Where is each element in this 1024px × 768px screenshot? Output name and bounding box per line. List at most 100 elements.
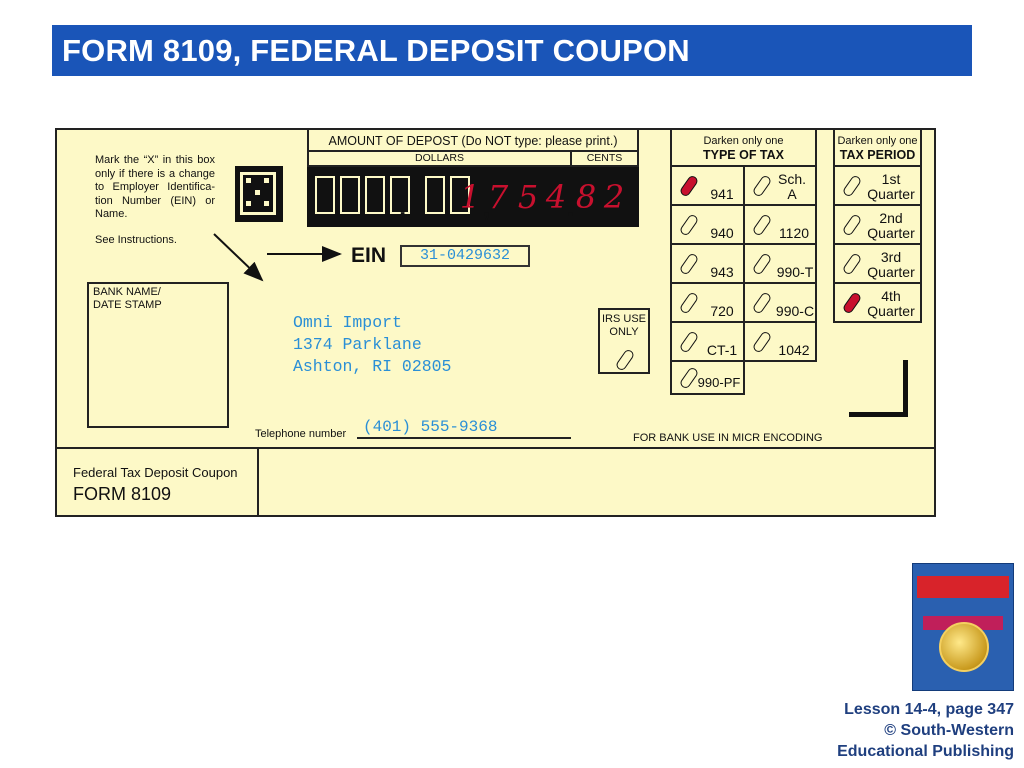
- comma-separator: ,: [399, 192, 407, 222]
- decimal-separator: .: [567, 192, 575, 222]
- telephone-field[interactable]: (401) 555-9368: [363, 418, 498, 436]
- medal-icon: [939, 622, 989, 672]
- bank-stamp-box: [87, 282, 229, 428]
- bank-name-label: BANK NAME/ DATE STAMP: [93, 286, 162, 311]
- oval-mark-icon: [678, 330, 700, 354]
- oval-mark-icon: [614, 348, 636, 372]
- tax-type-label: Sch. A: [777, 171, 806, 202]
- oval-mark-icon: [678, 252, 700, 276]
- oval-mark-icon: [841, 252, 863, 276]
- digit-box: [425, 176, 445, 214]
- oval-mark-icon: [751, 213, 773, 237]
- oval-mark-icon: [751, 252, 773, 276]
- amount-of-deposit-header: AMOUNT OF DEPOST (Do NOT type: please pr…: [307, 130, 639, 152]
- digit-box: [390, 176, 410, 214]
- corner-mark: [903, 360, 908, 415]
- oval-mark-icon: [841, 213, 863, 237]
- oval-mark-icon: [751, 291, 773, 315]
- tax-period-option-4th[interactable]: 4th Quarter: [833, 282, 922, 323]
- tax-period-label: 4th Quarter: [867, 288, 915, 319]
- tax-type-option-ct-1[interactable]: CT-1: [670, 321, 745, 362]
- oval-mark-icon: [678, 174, 700, 198]
- copyright-line: © South-Western: [884, 722, 1014, 739]
- oval-mark-icon: [841, 174, 863, 198]
- tax-period-instruction: Darken only one: [837, 135, 918, 147]
- irs-use-box: IRS USE ONLY: [598, 308, 650, 374]
- x-mark-icon: [240, 172, 276, 215]
- amount-digit: 1: [459, 178, 481, 216]
- publisher-line: Educational Publishing: [837, 743, 1014, 760]
- coupon-label: Federal Tax Deposit Coupon: [73, 465, 238, 480]
- deposit-coupon-form: Mark the “X” in this box only if there i…: [55, 128, 936, 517]
- tax-type-label: 941: [710, 186, 734, 202]
- tax-type-option-720[interactable]: 720: [670, 282, 745, 323]
- micr-encoding-label: FOR BANK USE IN MICR ENCODING: [633, 432, 823, 444]
- amount-digit: 2: [603, 178, 625, 216]
- tax-type-option-1120[interactable]: 1120: [743, 204, 817, 245]
- address-line[interactable]: Omni Import: [293, 313, 402, 332]
- amount-digit: 8: [575, 178, 597, 216]
- tax-period-header: Darken only one TAX PERIOD: [833, 130, 922, 167]
- comma-separator: ,: [483, 192, 491, 222]
- telephone-underline: [357, 437, 571, 439]
- oval-mark-icon: [678, 213, 700, 237]
- tax-type-option-990-c[interactable]: 990-C: [743, 282, 817, 323]
- section-divider: [57, 447, 934, 449]
- amount-digit: 7: [487, 178, 509, 216]
- see-instructions: See Instructions.: [95, 234, 177, 246]
- tax-type-label: CT-1: [706, 342, 738, 358]
- tax-period-option-1st[interactable]: 1st Quarter: [833, 165, 922, 206]
- change-x-box[interactable]: [235, 166, 283, 222]
- address-line[interactable]: 1374 Parklane: [293, 335, 422, 354]
- oval-mark-icon: [678, 291, 700, 315]
- oval-mark-icon: [841, 291, 863, 315]
- amount-digit: 4: [545, 178, 567, 216]
- slide-title: FORM 8109, FEDERAL DEPOSIT COUPON: [52, 25, 972, 76]
- tax-period-option-3rd[interactable]: 3rd Quarter: [833, 243, 922, 284]
- ein-field[interactable]: 31-0429632: [400, 245, 530, 267]
- corner-mark: [849, 412, 908, 417]
- tax-period-label: 3rd Quarter: [867, 249, 915, 280]
- tax-type-option-990-pf[interactable]: 990-PF: [670, 360, 745, 395]
- amount-digit: 5: [517, 178, 539, 216]
- section-divider: [257, 447, 259, 517]
- dollars-header: DOLLARS: [307, 152, 572, 167]
- tax-type-option-sch-a[interactable]: Sch. A: [743, 165, 817, 206]
- book-cover-title: [917, 576, 1009, 598]
- irs-use-label: IRS USE ONLY: [601, 313, 646, 338]
- tax-type-option-990-t[interactable]: 990-T: [743, 243, 817, 284]
- tax-type-option-943[interactable]: 943: [670, 243, 745, 284]
- tax-type-option-940[interactable]: 940: [670, 204, 745, 245]
- ein-label: EIN: [351, 244, 387, 267]
- arrow-icon: [213, 233, 342, 282]
- tax-type-option-941[interactable]: 941: [670, 165, 745, 206]
- digit-box: [315, 176, 335, 214]
- type-of-tax-instruction: Darken only one: [703, 135, 784, 147]
- change-instructions: Mark the “X” in this box only if there i…: [95, 154, 215, 220]
- book-cover-image: [912, 563, 1014, 691]
- digit-box: [365, 176, 385, 214]
- tax-period-title: TAX PERIOD: [839, 148, 916, 162]
- tax-type-label: 990-C: [775, 303, 815, 319]
- tax-type-option-1042[interactable]: 1042: [743, 321, 817, 362]
- type-of-tax-header: Darken only one TYPE OF TAX: [670, 130, 817, 167]
- tax-type-label: 1120: [778, 225, 810, 241]
- lesson-credit: Lesson 14-4, page 347 © South-Western Ed…: [837, 699, 1014, 762]
- tax-period-label: 2nd Quarter: [867, 210, 915, 241]
- lesson-reference: Lesson 14-4, page 347: [844, 701, 1014, 718]
- tax-period-option-2nd[interactable]: 2nd Quarter: [833, 204, 922, 245]
- address-line[interactable]: Ashton, RI 02805: [293, 357, 452, 376]
- amount-digit-strip[interactable]: 1 7 5 4 8 2: [307, 167, 639, 227]
- digit-box: [450, 176, 470, 214]
- tax-type-label: 943: [710, 264, 734, 280]
- digit-box: [340, 176, 360, 214]
- form-number-label: FORM 8109: [73, 484, 172, 504]
- cents-header: CENTS: [572, 152, 639, 167]
- tax-type-label: 990-T: [776, 264, 814, 280]
- oval-mark-icon: [751, 174, 773, 198]
- tax-type-label: 720: [710, 303, 734, 319]
- telephone-label: Telephone number: [255, 428, 347, 440]
- oval-mark-icon: [751, 330, 773, 354]
- type-of-tax-title: TYPE OF TAX: [702, 148, 785, 162]
- tax-type-label: 1042: [778, 342, 810, 358]
